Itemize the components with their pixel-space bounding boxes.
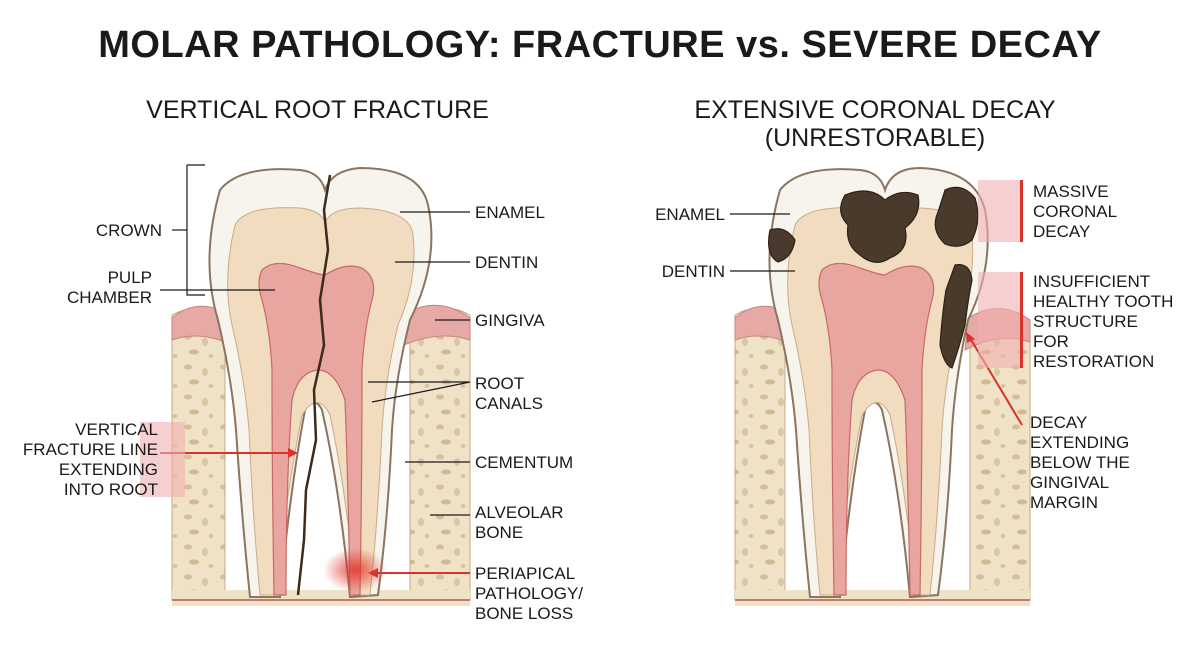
insufficient-marker bbox=[1020, 272, 1023, 368]
right-tooth bbox=[734, 166, 1031, 606]
fracture-line bbox=[296, 174, 332, 596]
label-crown: CROWN bbox=[95, 221, 162, 240]
label-enamel-left: ENAMEL bbox=[475, 203, 545, 222]
right-panel-heading: EXTENSIVE CORONAL DECAY bbox=[694, 96, 1056, 124]
left-pulp-chamber bbox=[258, 262, 375, 596]
label-dentin-left: DENTIN bbox=[475, 253, 539, 272]
periapical-lesion bbox=[323, 548, 387, 592]
left-leader-lines bbox=[160, 164, 471, 516]
fracture-arrow-head bbox=[288, 448, 298, 458]
left-bone-base bbox=[172, 590, 470, 606]
left-tooth bbox=[171, 166, 471, 606]
coronal-decay bbox=[768, 186, 979, 369]
label-cementum: CEMENTUM bbox=[475, 453, 574, 472]
left-panel-heading: VERTICAL ROOT FRACTURE bbox=[146, 96, 489, 124]
right-panel-subheading: (UNRESTORABLE) bbox=[764, 124, 986, 152]
periapical-arrow-head bbox=[368, 568, 378, 578]
fracture-highlight bbox=[140, 422, 185, 497]
label-gingiva: GINGIVA bbox=[475, 311, 545, 330]
page-title: MOLAR PATHOLOGY: FRACTURE vs. SEVERE DEC… bbox=[98, 24, 1102, 66]
decay-below-arrow-head bbox=[966, 332, 975, 343]
massive-decay-highlight bbox=[978, 180, 1023, 242]
right-pulp-chamber bbox=[818, 262, 935, 596]
right-leader-lines bbox=[730, 213, 795, 272]
insufficient-highlight bbox=[978, 272, 1023, 368]
massive-decay-marker bbox=[1020, 180, 1023, 242]
right-bone-base bbox=[735, 590, 1030, 606]
label-enamel-right: ENAMEL bbox=[655, 205, 725, 224]
label-dentin-right: DENTIN bbox=[661, 262, 725, 281]
